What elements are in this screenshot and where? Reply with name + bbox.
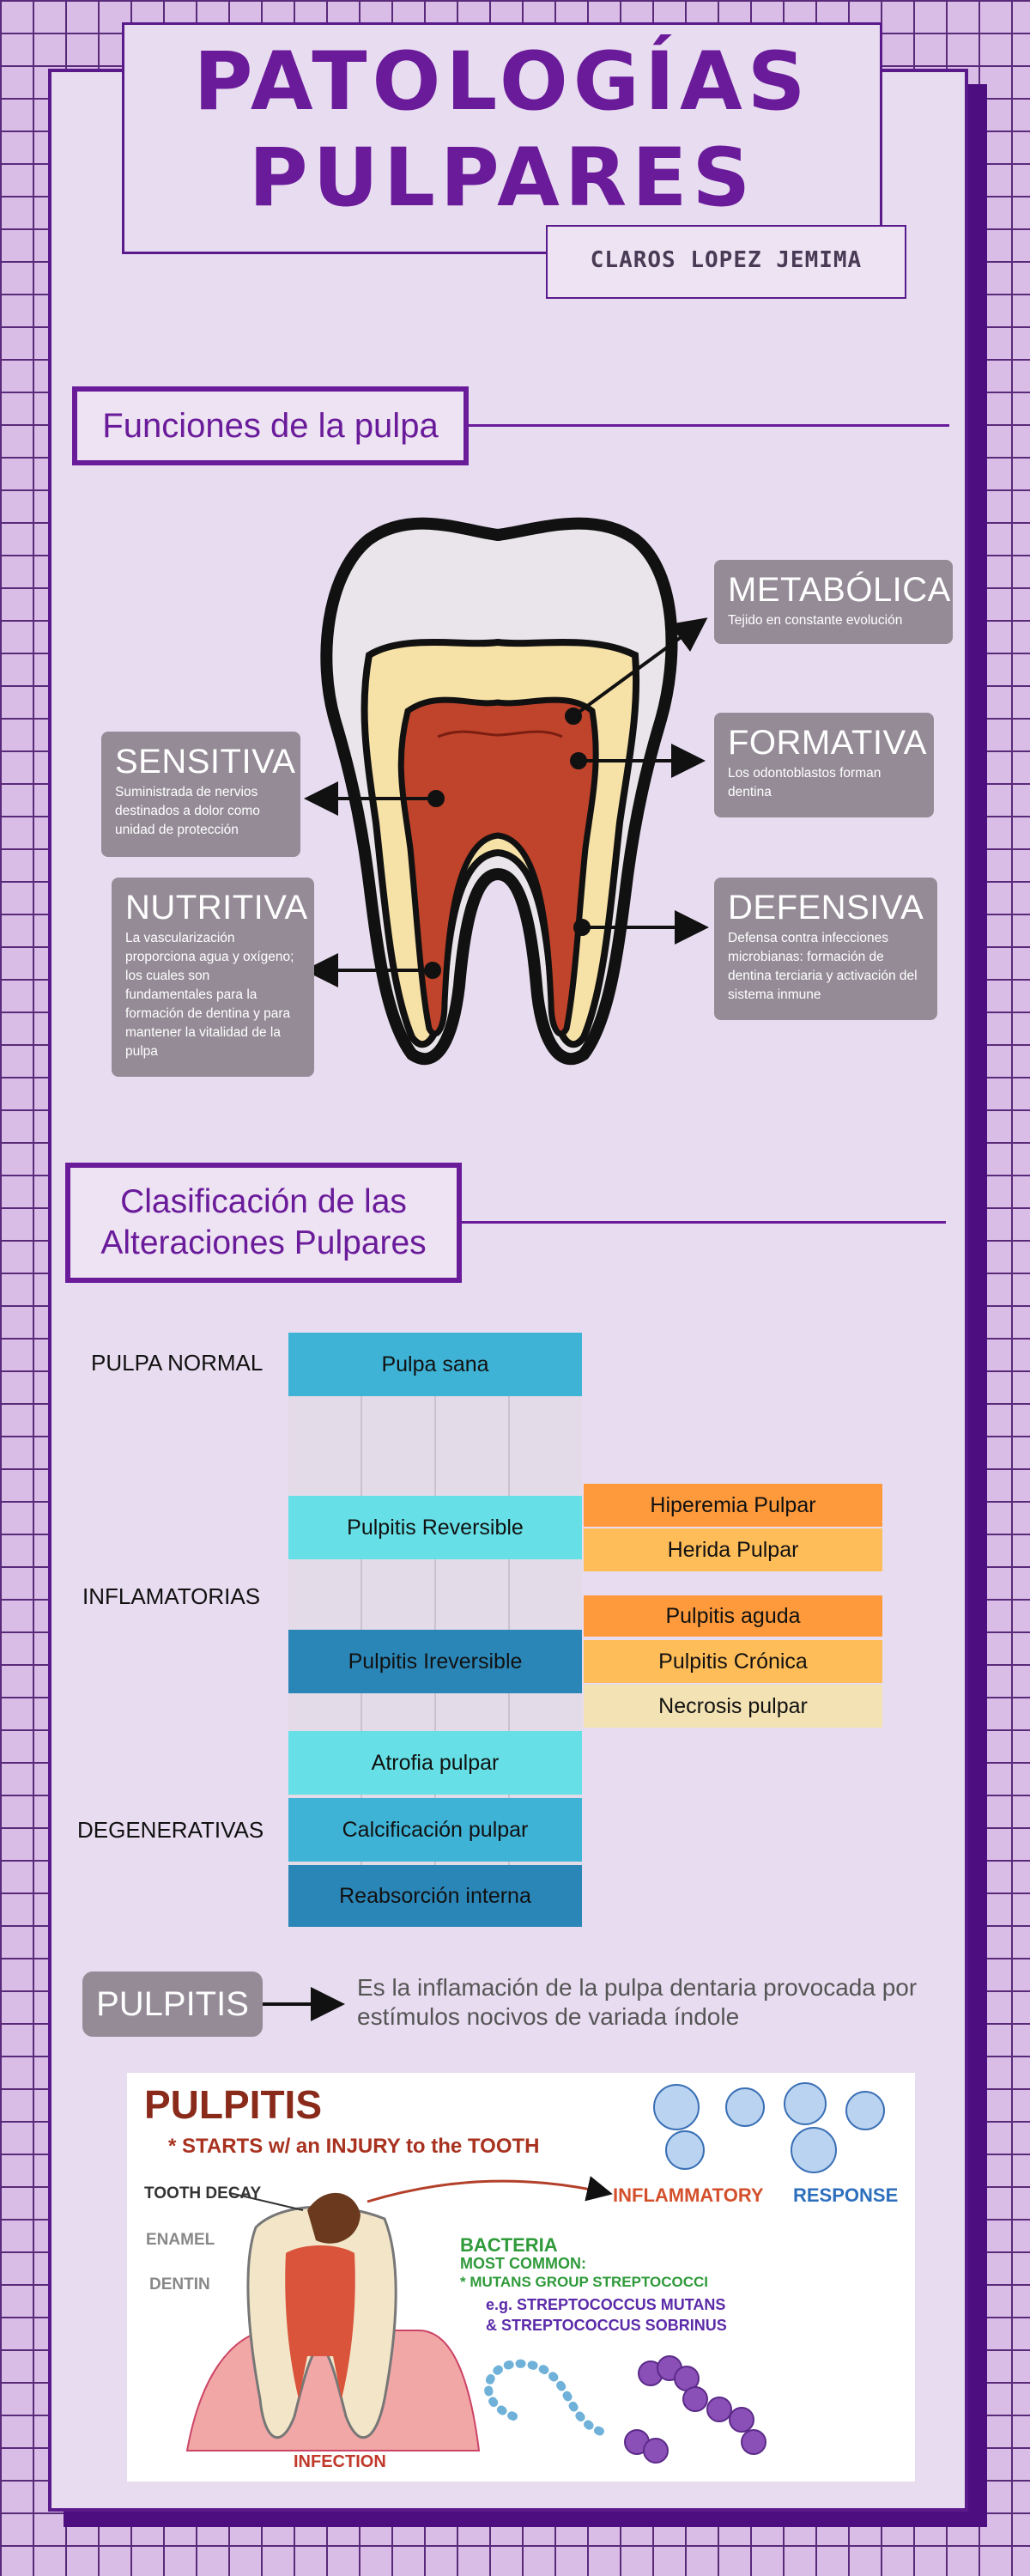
illustration-subtitle: * STARTS w/ an INJURY to the TOOTH — [168, 2135, 540, 2158]
cell-reabsorcion-interna: Reabsorción interna — [288, 1865, 582, 1927]
label-infection: INFECTION — [294, 2452, 386, 2471]
tooth-diagram — [320, 517, 678, 1066]
label-enamel: ENAMEL — [146, 2231, 215, 2249]
cell-pulpitis-cronica: Pulpitis Crónica — [584, 1640, 882, 1683]
function-title: DEFENSIVA — [728, 889, 924, 927]
function-desc: La vascularización proporciona agua y ox… — [125, 931, 294, 1059]
cell-pulpitis-irreversible: Pulpitis Ireversible — [288, 1630, 582, 1693]
cell-pulpa-sana: Pulpa sana — [288, 1333, 582, 1396]
function-title: METABÓLICA — [728, 571, 951, 609]
pulpitis-definition: Es la inflamación de la pulpa dentaria p… — [357, 1974, 918, 2030]
function-desc: Defensa contra infecciones microbianas: … — [728, 931, 918, 1002]
cell-hiperemia-pulpar: Hiperemia Pulpar — [584, 1484, 882, 1527]
label-inflammatory: INFLAMMATORY — [613, 2184, 764, 2206]
section-clasificacion-title-2: Alteraciones Pulpares — [100, 1224, 427, 1261]
row-label-pulpa-normal: PULPA NORMAL — [91, 1350, 264, 1376]
tooth-cross-section-icon — [246, 2192, 397, 2439]
section-divider — [462, 1221, 946, 1224]
section-clasificacion-heading: Clasificación de las Alteraciones Pulpar… — [65, 1163, 462, 1283]
row-label-degenerativas: DEGENERATIVAS — [77, 1817, 264, 1843]
illustration-title: PULPITIS — [144, 2082, 323, 2127]
tooth-outline-icon — [320, 517, 678, 1066]
function-desc: Los odontoblastos forman dentina — [728, 766, 882, 799]
section-divider — [469, 424, 949, 427]
cell-herida-pulpar: Herida Pulpar — [584, 1528, 882, 1571]
cell-calcificacion-pulpar: Calcificación pulpar — [288, 1798, 582, 1862]
grid-line — [508, 1333, 510, 1925]
grid-line — [434, 1333, 436, 1925]
function-formativa: FORMATIVA Los odontoblastos forman denti… — [714, 713, 934, 817]
label-mutans-group: * MUTANS GROUP STREPTOCOCCI — [460, 2274, 709, 2290]
label-response: RESPONSE — [793, 2184, 899, 2206]
label-streptococcus-sobrinus: & STREPTOCOCCUS SOBRINUS — [486, 2317, 727, 2334]
cell-necrosis-pulpar: Necrosis pulpar — [584, 1685, 882, 1728]
section-clasificacion-title-1: Clasificación de las — [120, 1183, 407, 1220]
label-dentin: DENTIN — [149, 2275, 210, 2293]
label-bacteria: BACTERIA — [460, 2234, 558, 2256]
function-title: NUTRITIVA — [125, 889, 308, 927]
author-box — [546, 225, 906, 299]
function-defensiva: DEFENSIVA Defensa contra infecciones mic… — [714, 878, 937, 1020]
page-title: PATOLOGÍAS PULPARES — [193, 35, 811, 225]
author-name: CLAROS LOPEZ JEMIMA — [590, 247, 863, 273]
cell-pulpitis-aguda: Pulpitis aguda — [584, 1595, 882, 1637]
immune-cells-icon — [653, 2082, 885, 2173]
function-title: SENSITIVA — [115, 743, 296, 781]
row-label-inflamatorias: INFLAMATORIAS — [82, 1583, 261, 1609]
title-box — [122, 22, 882, 254]
grid-line — [360, 1333, 362, 1925]
cell-pulpitis-reversible: Pulpitis Reversible — [288, 1496, 582, 1559]
label-streptococcus-mutans: e.g. STREPTOCOCCUS MUTANS — [486, 2296, 726, 2313]
function-desc: Suministrada de nervios destinados a dol… — [115, 785, 260, 837]
function-metabolica: METABÓLICA Tejido en constante evolución — [714, 560, 953, 644]
function-sensitiva: SENSITIVA Suministrada de nervios destin… — [101, 732, 300, 857]
pulpitis-illustration: PULPITIS * STARTS w/ an INJURY to the TO… — [127, 2073, 915, 2482]
section-funciones-title: Funciones de la pulpa — [102, 407, 439, 445]
pulpitis-tag: PULPITIS — [82, 1971, 263, 2037]
function-nutritiva: NUTRITIVA La vascularización proporciona… — [112, 878, 314, 1077]
label-tooth-decay: TOOTH DECAY — [144, 2184, 262, 2202]
bacteria-cluster-icon — [624, 2355, 766, 2464]
bacteria-chain-icon — [484, 2359, 612, 2438]
section-funciones-heading: Funciones de la pulpa — [72, 386, 469, 465]
function-title: FORMATIVA — [728, 724, 927, 762]
function-desc: Tejido en constante evolución — [728, 613, 903, 628]
illustration-drawing — [185, 2082, 885, 2464]
label-most-common: MOST COMMON: — [460, 2255, 586, 2272]
cell-atrofia-pulpar: Atrofia pulpar — [288, 1731, 582, 1795]
